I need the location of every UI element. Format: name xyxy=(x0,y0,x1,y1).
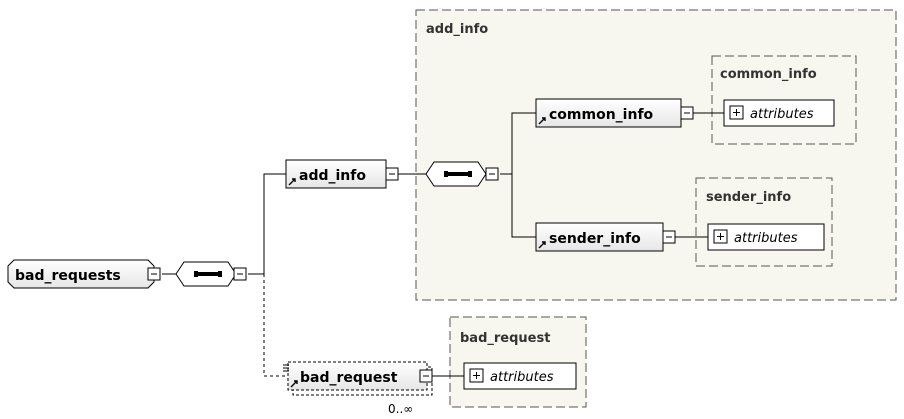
reference-arrow-icon xyxy=(288,178,296,186)
list-lines-icon xyxy=(283,364,289,372)
bad-request-type-group: bad_request xyxy=(449,316,587,408)
bad-request-group-title: bad_request xyxy=(460,331,550,346)
connectors xyxy=(162,112,724,377)
element-sender-info[interactable]: sender_info xyxy=(535,222,664,252)
attributes-common-info-label: attributes xyxy=(750,107,814,122)
element-add-info[interactable]: add_info xyxy=(285,159,387,189)
collapse-toggle-bad-requests[interactable] xyxy=(147,267,161,281)
element-add-info-label: add_info xyxy=(299,168,366,184)
collapse-toggle-add-info[interactable] xyxy=(385,167,399,181)
sender-info-group-title: sender_info xyxy=(706,190,791,205)
attributes-bad-request[interactable]: attributes xyxy=(463,362,577,390)
attributes-common-info[interactable]: attributes xyxy=(723,99,835,127)
collapse-toggle-sender-info[interactable] xyxy=(662,230,676,244)
element-bad-requests-label: bad_requests xyxy=(15,268,121,284)
attributes-sender-info-label: attributes xyxy=(734,231,798,246)
sequence-compositor-root[interactable] xyxy=(175,261,237,287)
common-info-group-title: common_info xyxy=(720,67,817,82)
element-common-info[interactable]: common_info xyxy=(535,98,682,128)
collapse-toggle-common-info[interactable] xyxy=(680,106,694,120)
add-info-group-title: add_info xyxy=(426,22,488,37)
collapse-toggle-sequence-add-info[interactable] xyxy=(485,167,499,181)
element-bad-requests[interactable]: bad_requests xyxy=(7,259,155,289)
attributes-bad-request-label: attributes xyxy=(490,370,554,385)
collapse-toggle-sequence-root[interactable] xyxy=(233,267,247,281)
reference-arrow-icon xyxy=(538,117,546,125)
collapse-toggle-bad-request[interactable] xyxy=(419,369,433,383)
attributes-sender-info[interactable]: attributes xyxy=(707,223,825,251)
occurrence-label: 0..∞ xyxy=(388,402,413,416)
reference-arrow-icon xyxy=(538,241,546,249)
element-common-info-label: common_info xyxy=(549,107,654,123)
element-bad-request-label: bad_request xyxy=(300,370,398,386)
reference-arrow-icon xyxy=(290,380,298,388)
sender-info-type-group: sender_info xyxy=(695,177,833,267)
element-bad-request[interactable]: bad_request xyxy=(283,361,433,396)
sequence-compositor-add-info[interactable] xyxy=(425,161,487,187)
element-sender-info-label: sender_info xyxy=(549,231,641,247)
